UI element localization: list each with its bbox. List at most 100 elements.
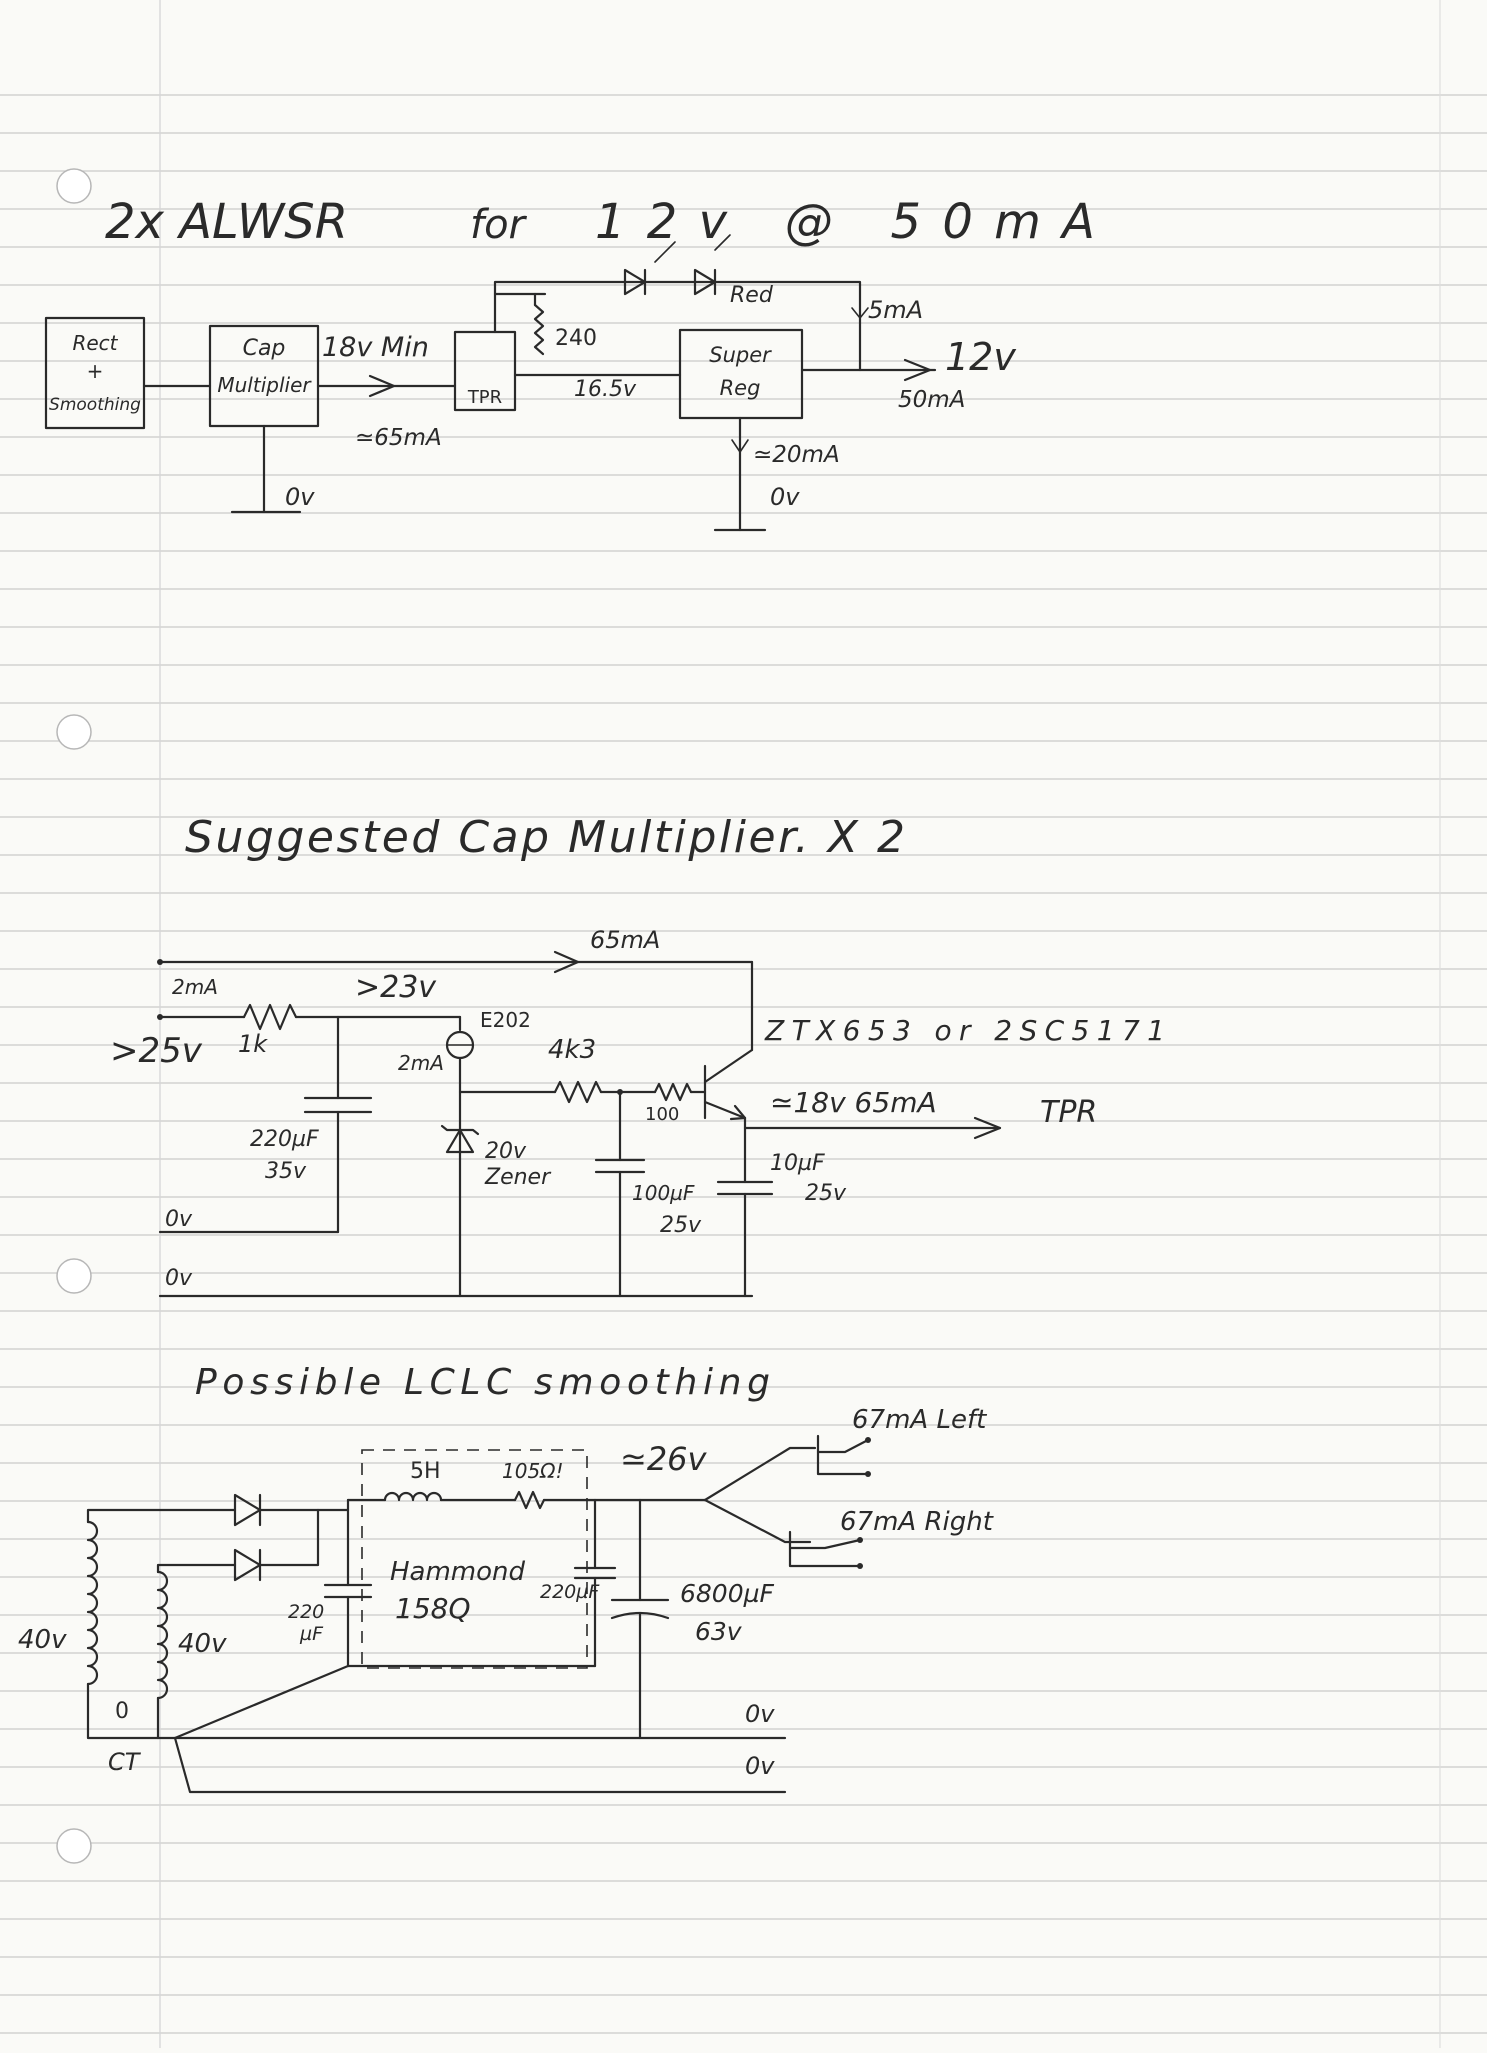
rect-box-line-1: Rect	[72, 331, 118, 355]
rect-box-line-2: +	[87, 359, 104, 383]
title-for: for	[470, 202, 528, 248]
resistor-1k	[242, 1003, 298, 1031]
choke-label: 5H	[410, 1459, 441, 1484]
super-reg-line-1: Super	[709, 343, 772, 367]
terminal	[857, 1563, 863, 1569]
resistor-100	[653, 1082, 693, 1102]
c3-voltage: 63v	[695, 1617, 743, 1646]
out-label: ≃18v 65mA	[770, 1086, 937, 1119]
punch-hole	[56, 714, 92, 750]
title-text: 2x ALWSR	[105, 194, 348, 250]
choke-5h	[383, 1491, 443, 1502]
label-25v: >25v	[110, 1031, 203, 1071]
out-dest: TPR	[1040, 1095, 1097, 1130]
resistor-240	[533, 303, 545, 356]
label-0v-2: 0v	[745, 1752, 775, 1780]
zener-bar	[440, 1124, 480, 1136]
wire	[703, 1498, 812, 1544]
tpr-label: TPR	[467, 387, 502, 408]
c2-label: 220µF	[540, 1581, 600, 1603]
c100-value: 100µF	[632, 1181, 695, 1205]
label-65ma-top: 65mA	[590, 926, 660, 954]
hammond-line-1: Hammond	[390, 1557, 526, 1587]
ground-rail-2	[173, 1736, 787, 1794]
punch-hole	[56, 1258, 92, 1294]
label-0v-b: 0v	[770, 483, 800, 511]
cap-mult-heading: Suggested Cap Multiplier. X 2	[185, 812, 905, 863]
arrow-down	[851, 307, 869, 320]
wire	[86, 1508, 237, 1524]
rectifier-diode	[233, 1493, 262, 1527]
transistor-collector	[703, 1048, 754, 1084]
punch-hole	[56, 168, 92, 204]
label-23v: >23v	[355, 970, 437, 1005]
wire	[156, 1563, 237, 1574]
ct-label: CT	[108, 1748, 142, 1776]
led-light-arrow	[714, 234, 731, 251]
wire	[258, 1508, 320, 1567]
terminal	[857, 1537, 863, 1543]
junction	[617, 1089, 623, 1095]
label-5ma: 5mA	[868, 296, 923, 324]
terminal	[157, 959, 163, 965]
label-26v: ≃26v	[620, 1440, 708, 1478]
led-diode	[693, 268, 717, 296]
zener-diode	[445, 1128, 475, 1154]
cap-multiplier-schematic: Suggested Cap Multiplier. X 2 65mA 2mA 1…	[110, 812, 1165, 1298]
output-connector-right	[788, 1538, 862, 1550]
led-light-arrow	[654, 241, 676, 263]
rectifier-diode	[233, 1548, 262, 1582]
r4k3-label: 4k3	[548, 1035, 596, 1065]
c100-voltage: 25v	[660, 1213, 702, 1238]
led-label: Red	[730, 283, 774, 308]
zener-line-2: Zener	[484, 1165, 552, 1190]
wire	[86, 1682, 177, 1740]
output-connector-left	[816, 1438, 870, 1454]
hammond-line-2: 158Q	[395, 1592, 470, 1625]
label-0v-2: 0v	[165, 1266, 193, 1291]
choke-resistance	[513, 1490, 546, 1510]
tpr-box	[453, 330, 517, 412]
label-65ma: ≃65mA	[355, 425, 442, 451]
transistor-emitter	[703, 1100, 747, 1120]
label-0v-a: 0v	[285, 483, 315, 511]
label-0v-1: 0v	[165, 1207, 193, 1232]
cap-multiplier-line-2: Multiplier	[217, 373, 312, 397]
label-0v-1: 0v	[745, 1700, 775, 1728]
label-2ma-crd: 2mA	[398, 1051, 444, 1075]
led-diode	[623, 268, 647, 296]
out-left-label: 67mA Left	[852, 1405, 987, 1435]
c1-line-2: µF	[299, 1623, 324, 1645]
arrow-right	[368, 374, 396, 398]
r100-label: 100	[645, 1104, 679, 1125]
r240-label: 240	[555, 326, 597, 351]
block-diagram: Rect + Smoothing Cap Multiplier 0v 18v M…	[44, 234, 1016, 532]
arrow-down	[731, 439, 749, 454]
c220-value: 220µF	[250, 1127, 319, 1152]
transistor-label: ZTX653 or 2SC5171	[764, 1014, 1165, 1047]
winding-right: 40v	[178, 1629, 227, 1659]
c10-value: 10µF	[770, 1151, 825, 1176]
out-voltage: 12v	[945, 335, 1016, 379]
output-connector-right	[788, 1530, 862, 1568]
super-reg-line-2: Reg	[720, 376, 761, 400]
arrow-right	[973, 1116, 1002, 1140]
output-wire	[743, 1116, 1002, 1130]
wire	[703, 1446, 817, 1502]
zener-line-1: 20v	[485, 1139, 527, 1164]
lclc-heading: Possible LCLC smoothing	[195, 1362, 770, 1403]
choke-r-label: 105Ω!	[502, 1459, 563, 1483]
title: 2x ALWSR for 12v @ 50mA	[105, 194, 1095, 250]
punch-hole	[56, 1828, 92, 1864]
terminal	[157, 1014, 163, 1020]
resistor-4k3	[553, 1080, 603, 1104]
led-feedback-wire	[493, 280, 862, 372]
c3-value: 6800µF	[680, 1579, 775, 1608]
wire	[173, 1664, 350, 1740]
out-current: 50mA	[898, 387, 965, 413]
cap-multiplier-line-1: Cap	[243, 336, 286, 361]
winding-left: 40v	[18, 1625, 67, 1655]
wire	[493, 292, 547, 334]
